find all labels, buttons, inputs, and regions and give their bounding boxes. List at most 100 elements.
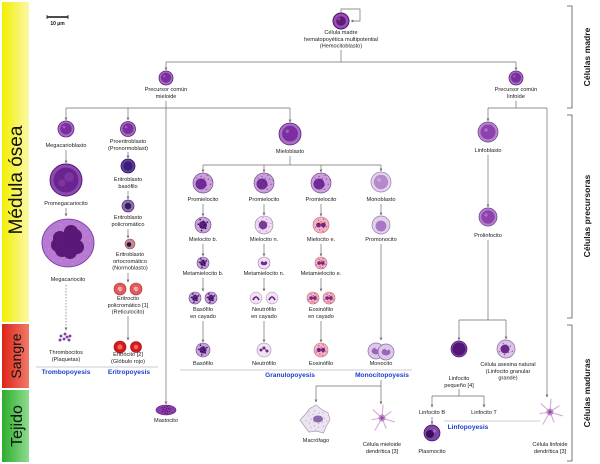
cell-shape: [212, 299, 214, 302]
label-mielocito-b: Mielocito b.: [189, 237, 218, 243]
label-metamielocito-b: Metamielocito b.: [183, 271, 224, 277]
cell-shape: [261, 175, 263, 178]
cell-shape: [316, 264, 318, 266]
cell-shape: [385, 347, 389, 351]
label-monoblasto: Monoblasto: [367, 197, 396, 203]
label-proeritroblasto: (Pronormoblast): [108, 146, 148, 152]
cell-shape: [68, 334, 72, 338]
cell-shape: [208, 298, 211, 301]
cell-shape: [266, 181, 268, 183]
cell-promielocito-n: [253, 172, 275, 194]
cell-shape: [166, 411, 168, 413]
cell-linfoide-dendritica: [539, 398, 563, 425]
cell-shape: [201, 187, 204, 189]
cell-shape: [206, 174, 208, 176]
cell-shape: [163, 406, 166, 408]
cell-shape: [272, 179, 274, 181]
cell-shape: [322, 227, 324, 229]
cell-shape: [167, 407, 169, 410]
cell-shape: [84, 244, 86, 246]
cell-metamielocito-b: [196, 256, 210, 270]
cell-shape: [318, 175, 320, 178]
process-labels: Trombopoyesis Eritropoyesis Granulopoyes…: [42, 369, 489, 431]
cell-shape: [198, 261, 201, 264]
zone-sangre-label: Sangre: [8, 333, 24, 378]
cell-shape: [377, 178, 381, 182]
label-mielocito-e: Mielocito e.: [307, 237, 336, 243]
cell-shape: [319, 187, 322, 189]
cell-cayado-e: [306, 291, 336, 305]
label-mielocito-n: Mielocito n.: [250, 237, 279, 243]
cell-shape: [329, 302, 332, 304]
connector-arrow: [340, 8, 361, 23]
scale-bar-label: 10 µm: [50, 21, 65, 27]
process-linfopoyesis: Linfopoyesis: [448, 424, 489, 431]
cell-shape: [308, 422, 310, 424]
label-nk: grande): [498, 376, 517, 382]
cell-shape: [259, 230, 261, 232]
cells: [41, 12, 563, 442]
cell-shape: [329, 179, 331, 181]
cell-shape: [62, 244, 78, 260]
cell-eosinofilo: [313, 342, 329, 358]
cell-shape: [318, 422, 320, 425]
cell-shape: [205, 181, 207, 183]
cell-shape: [168, 410, 170, 412]
cell-shape: [312, 413, 314, 415]
cell-shape: [162, 408, 165, 411]
cell-shape: [330, 292, 332, 295]
label-linfoide-dendritica: dendrítica [3]: [534, 449, 567, 455]
cell-shape: [67, 338, 71, 342]
cell-shape: [309, 296, 314, 300]
cell-shape: [310, 293, 312, 296]
zone-bars: Médula ósea Sangre Tejido: [2, 2, 29, 462]
cell-shape: [321, 177, 323, 180]
label-linfocito-b: Linfocito B: [419, 410, 445, 416]
cell-shape: [200, 263, 203, 266]
cell-nk: [496, 339, 516, 359]
cell-shape: [321, 222, 326, 228]
cell-shape: [88, 239, 91, 242]
cell-shape: [202, 220, 205, 223]
process-monocitopoyesis: Monocitopoyesis: [355, 372, 409, 379]
cell-monocito: [367, 342, 395, 361]
cell-shape: [206, 221, 209, 223]
cell-shape: [213, 295, 216, 297]
cell-shape: [211, 297, 213, 299]
cell-shape: [321, 264, 324, 266]
cell-shape: [324, 263, 326, 266]
cell-shape: [319, 265, 321, 268]
cell-shape: [316, 298, 318, 301]
cell-proeritroblasto: [120, 121, 136, 137]
label-cayado-b: en cayado: [190, 314, 216, 320]
cell-shape: [305, 419, 307, 422]
cell-shape: [266, 188, 268, 190]
cell-shape: [161, 407, 163, 409]
cell-shape: [313, 342, 329, 358]
cell-shape: [324, 221, 326, 224]
cell-shape: [83, 258, 85, 260]
cell-shape: [200, 354, 203, 356]
cell-shape: [200, 175, 202, 178]
cell-shape: [167, 405, 169, 408]
cell-shape: [322, 354, 324, 357]
cell-shape: [76, 257, 79, 260]
label-mieloide-dendritica: dendrítica [3]: [366, 449, 399, 455]
cell-trombocitos: [58, 332, 72, 342]
cell-shape: [322, 218, 325, 220]
cell-shape: [316, 347, 321, 353]
cell-shape: [321, 267, 324, 269]
cell-linfoblasto: [477, 121, 499, 143]
cell-shape: [60, 122, 72, 135]
cell-shape: [205, 188, 207, 190]
cell-shape: [498, 351, 501, 353]
cell-shape: [206, 346, 208, 349]
cell-shape: [206, 296, 209, 299]
cell-neutrofilo: [256, 342, 272, 358]
cell-shape: [257, 177, 259, 179]
cell-shape: [195, 178, 207, 190]
process-trombopoyesis: Trombopoyesis: [42, 369, 91, 376]
cell-shape: [313, 299, 316, 301]
label-promegacariocito: Promegacariocito: [44, 201, 88, 207]
cell-shape: [313, 425, 316, 427]
